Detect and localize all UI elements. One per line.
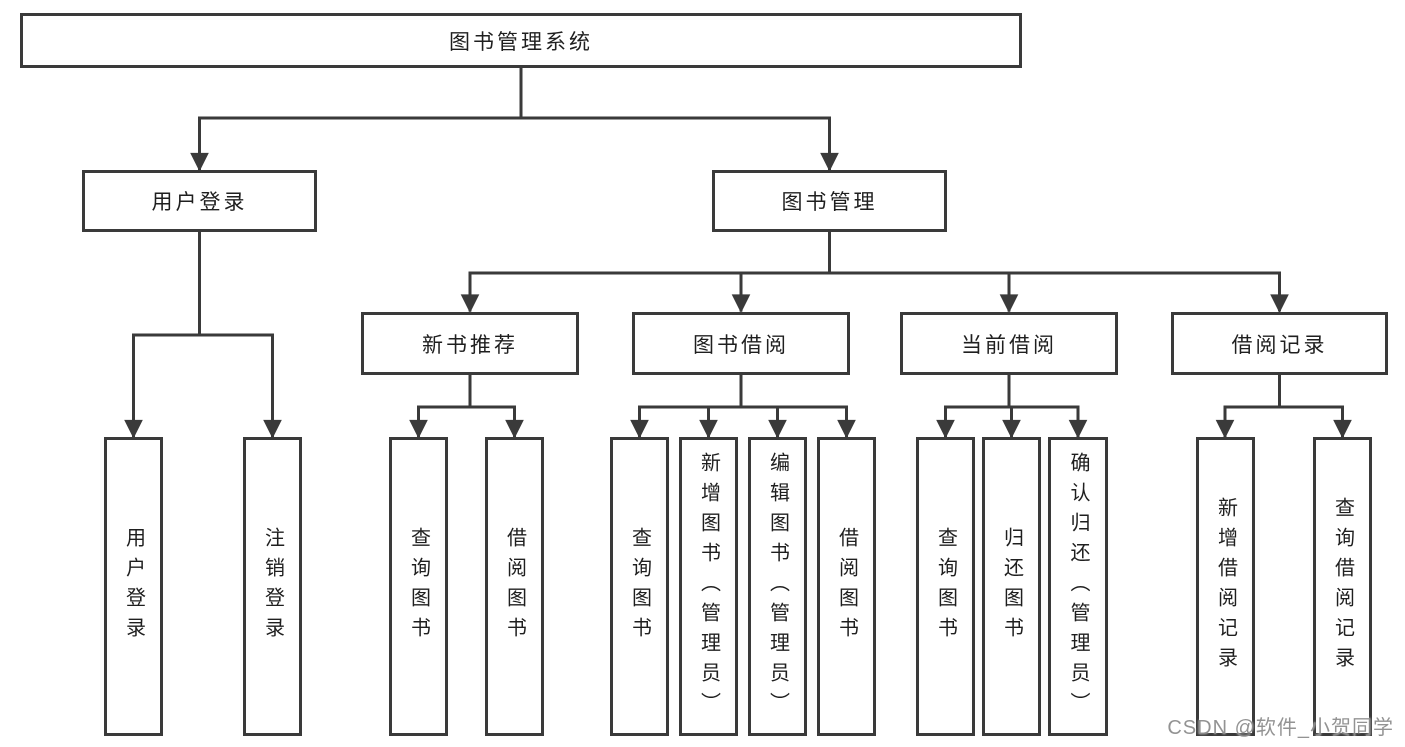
leaf-br-add-record: 新增借阅记录 (1196, 437, 1255, 736)
leaf-bb-add-books-admin: 新增图书（管理员） (679, 437, 738, 736)
node-root: 图书管理系统 (20, 13, 1022, 68)
node-book-borrow: 图书借阅 (632, 312, 850, 375)
leaf-bb-edit-books-admin-label: 编辑图书（管理员） (766, 451, 789, 722)
watermark: CSDN @软件_小贺同学 (1167, 717, 1394, 739)
leaf-nb-query-books: 查询图书 (389, 437, 448, 736)
leaf-bb-add-books-admin-label: 新增图书（管理员） (697, 451, 720, 722)
leaf-bb-borrow-books: 借阅图书 (817, 437, 876, 736)
node-book-management-label: 图书管理 (781, 191, 878, 214)
leaf-user-login: 用户登录 (104, 437, 163, 736)
node-book-management: 图书管理 (712, 170, 947, 232)
leaf-cb-return-books-label: 归还图书 (1000, 526, 1023, 647)
leaf-nb-query-books-label: 查询图书 (407, 526, 430, 647)
leaf-bb-query-books-label: 查询图书 (628, 526, 651, 647)
leaf-nb-borrow-books: 借阅图书 (485, 437, 544, 736)
leaf-nb-borrow-books-label: 借阅图书 (503, 526, 526, 647)
leaf-user-login-label: 用户登录 (122, 526, 145, 647)
leaf-bb-query-books: 查询图书 (610, 437, 669, 736)
node-current-borrow-label: 当前借阅 (961, 333, 1057, 357)
leaf-cb-confirm-return-admin: 确认归还（管理员） (1048, 437, 1108, 736)
leaf-br-query-record: 查询借阅记录 (1313, 437, 1372, 736)
node-current-borrow: 当前借阅 (900, 312, 1118, 375)
leaf-bb-borrow-books-label: 借阅图书 (835, 526, 858, 647)
leaf-cb-confirm-return-admin-label: 确认归还（管理员） (1067, 451, 1089, 722)
node-user-login-label: 用户登录 (151, 191, 248, 214)
node-new-book-recommend-label: 新书推荐 (422, 333, 518, 357)
leaf-cb-return-books: 归还图书 (982, 437, 1041, 736)
leaf-logout-label: 注销登录 (261, 526, 284, 647)
node-book-borrow-label: 图书借阅 (693, 333, 789, 357)
node-borrow-records: 借阅记录 (1171, 312, 1388, 375)
leaf-cb-query-books: 查询图书 (916, 437, 975, 736)
node-user-login: 用户登录 (82, 170, 317, 232)
leaf-logout: 注销登录 (243, 437, 302, 736)
leaf-br-add-record-label: 新增借阅记录 (1214, 496, 1237, 677)
leaf-cb-query-books-label: 查询图书 (934, 526, 957, 647)
node-new-book-recommend: 新书推荐 (361, 312, 579, 375)
node-borrow-records-label: 借阅记录 (1231, 333, 1328, 357)
node-root-label: 图书管理系统 (449, 30, 593, 54)
leaf-br-query-record-label: 查询借阅记录 (1331, 496, 1354, 677)
leaf-bb-edit-books-admin: 编辑图书（管理员） (748, 437, 807, 736)
